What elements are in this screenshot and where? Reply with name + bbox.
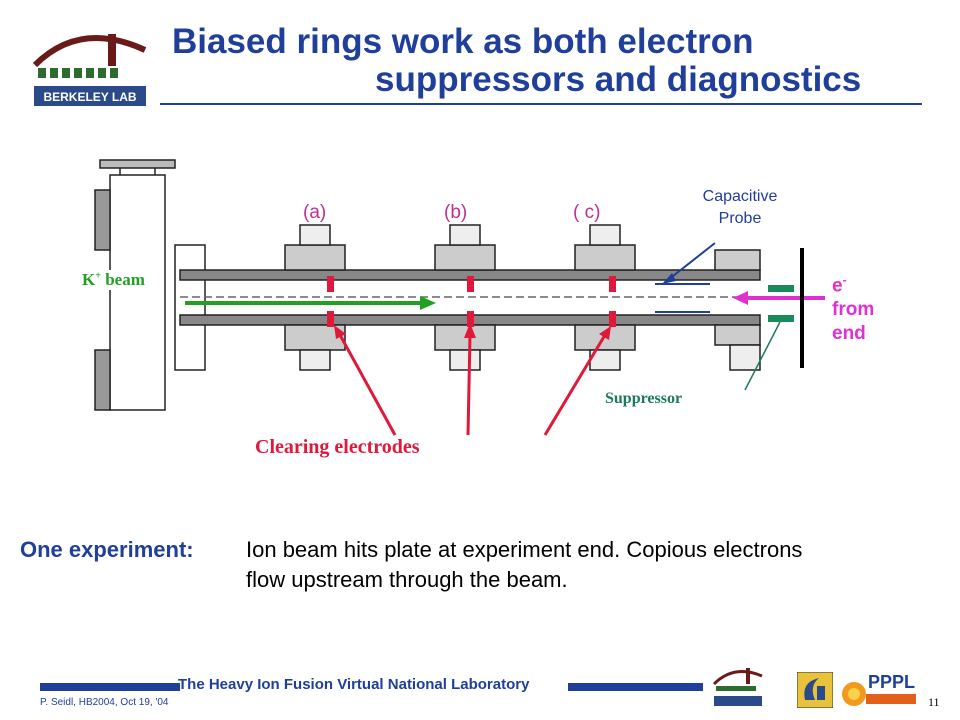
ring-label-c: ( c) — [573, 202, 601, 223]
ring-assembly-3 — [574, 224, 636, 371]
suppressor-bar-bottom — [768, 315, 794, 322]
suppressor-label: Suppressor — [605, 390, 683, 407]
electrodes — [327, 276, 616, 327]
ring-label-b: (b) — [444, 202, 468, 223]
footer-bar-right — [568, 683, 703, 691]
end-flange — [714, 249, 761, 371]
footer-logo-bar — [714, 696, 762, 706]
footer-berkeley-logo — [712, 668, 763, 706]
suppressor-bar-top — [768, 285, 794, 292]
footer-credit: P. Seidl, HB2004, Oct 19, '04 — [40, 697, 169, 708]
ring-label-a: (a) — [303, 202, 327, 223]
clearing-pointers — [338, 334, 607, 436]
beam-label-k: K — [82, 270, 96, 289]
beam-label-sup: + — [95, 270, 101, 282]
end-plate — [800, 248, 804, 368]
probe-electrodes — [655, 283, 710, 313]
electron-label-from: from — [832, 299, 875, 321]
electron-label-sup: - — [842, 273, 847, 287]
footer-logo-tower — [746, 668, 750, 684]
logo-bar — [34, 86, 146, 106]
beam-arrow — [185, 296, 436, 310]
slide-title-line1: Biased rings work as both electron — [172, 22, 754, 61]
electron-arrow — [733, 291, 825, 305]
title-underline — [160, 103, 922, 105]
logo-tower — [108, 34, 116, 66]
logo-text: BERKELEY LAB — [43, 90, 136, 104]
logo-roof-arc — [32, 35, 147, 68]
logo-windows — [38, 68, 118, 78]
capacitive-probe-line2: Probe — [718, 210, 762, 227]
footer-logo-windows — [716, 686, 756, 691]
left-chamber — [94, 159, 206, 411]
clearing-pointer-heads — [334, 323, 611, 340]
footer-lab-text: The Heavy Ion Fusion Virtual National La… — [178, 676, 530, 693]
footer-pppl-logo: PPPL — [842, 672, 916, 706]
electron-label-end: end — [832, 323, 866, 345]
capacitive-probe-label: Capacitive Probe — [680, 186, 800, 230]
beam-label-rest: beam — [100, 270, 145, 289]
clearing-electrodes-label: Clearing electrodes — [255, 436, 420, 458]
experiment-text-line2: flow upstream through the beam. — [246, 567, 568, 592]
electron-label: e- from end — [832, 268, 874, 346]
slide-title-line2: suppressors and diagnostics — [375, 60, 862, 99]
experiment-text-line1: Ion beam hits plate at experiment end. C… — [246, 537, 803, 562]
probe-pointer — [667, 242, 716, 281]
beam-label: K+ beam — [82, 270, 145, 290]
page-number: 11 — [928, 695, 940, 709]
footer-logo-arc — [712, 670, 763, 686]
footer-bar-left — [40, 683, 180, 691]
suppressor-pointer — [744, 321, 781, 391]
pppl-text: PPPL — [868, 672, 915, 692]
berkeley-lab-logo: BERKELEY LAB — [32, 34, 147, 106]
capacitive-probe-line1: Capacitive — [702, 188, 778, 205]
footer-llnl-logo — [797, 672, 833, 708]
experiment-lead: One experiment: — [20, 537, 194, 562]
electron-label-e: e — [832, 275, 843, 297]
probe-pointer-head — [662, 273, 676, 284]
